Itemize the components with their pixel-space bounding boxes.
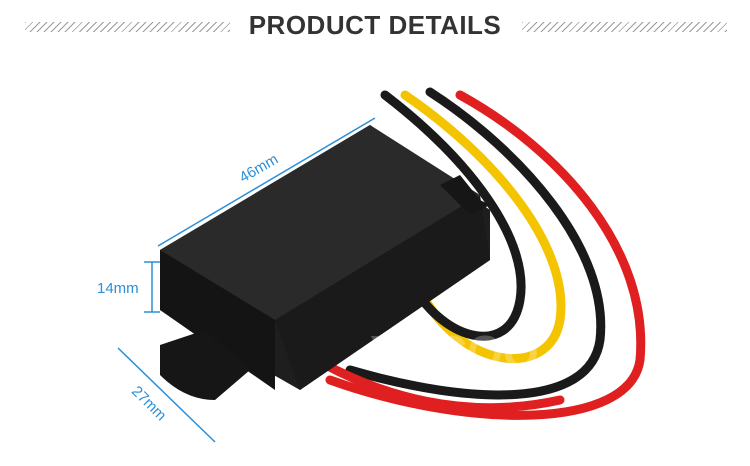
black-wire-short [380, 90, 526, 341]
mounting-tab-right [440, 175, 490, 215]
watermark-logo: YUCOO [370, 326, 539, 378]
header-hatch-left [25, 22, 230, 32]
header-hatch-right [522, 22, 727, 32]
mounting-tab-left [160, 330, 250, 400]
wires [295, 87, 646, 420]
dimension-lines [117, 117, 376, 443]
black-wire-long [345, 87, 606, 400]
height-dimension-label: 14mm [97, 280, 139, 297]
yellow-wire [400, 90, 566, 364]
red-wire-long [325, 90, 646, 420]
page-title: PRODUCT DETAILS [248, 10, 502, 40]
converter-case [160, 125, 490, 400]
